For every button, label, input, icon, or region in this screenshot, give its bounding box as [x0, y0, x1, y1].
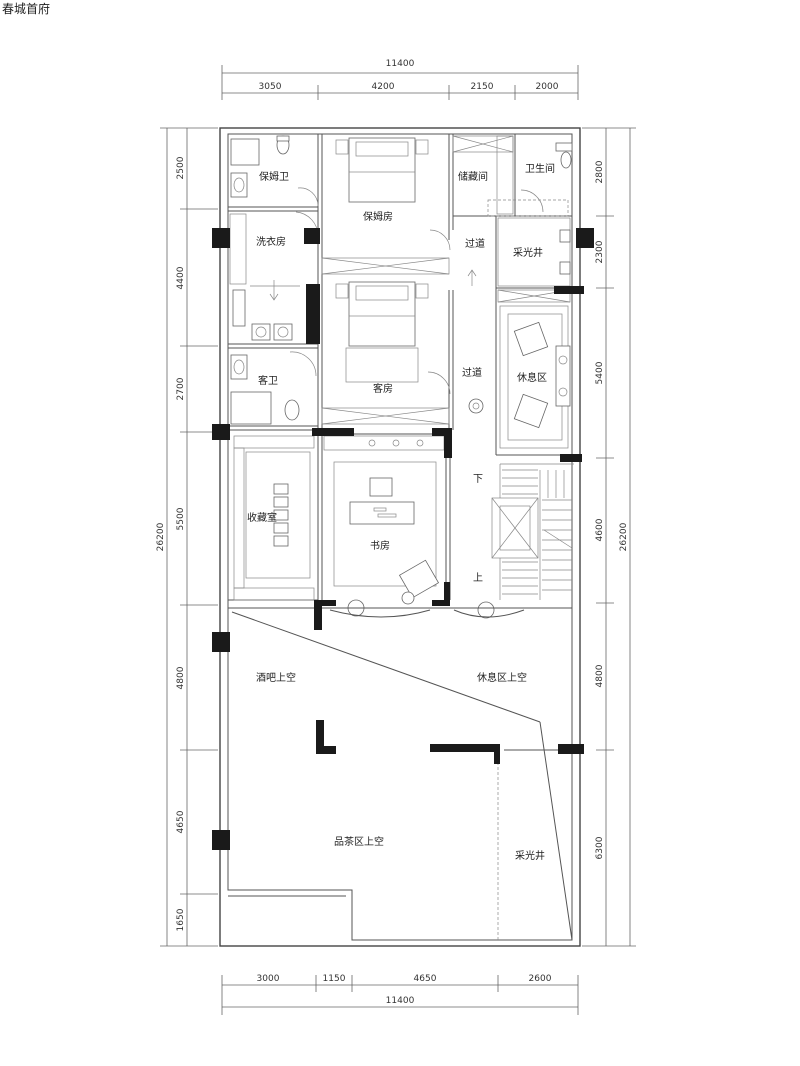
project-title: 春城首府 — [2, 2, 51, 16]
bottom-dim-3: 4650 — [414, 974, 437, 984]
left-dim-4: 5500 — [176, 507, 186, 530]
label-corridor-2: 过道 — [462, 366, 482, 379]
bottom-dim-4: 2600 — [529, 974, 552, 984]
bottom-dim-1: 3000 — [257, 974, 280, 984]
left-dim-6: 4650 — [176, 810, 186, 833]
left-dim-2: 4400 — [176, 266, 186, 289]
label-tea-void: 品茶区上空 — [334, 835, 384, 848]
right-dim-3: 5400 — [595, 361, 605, 384]
label-lightwell-2: 采光井 — [515, 849, 545, 862]
label-guest-room: 客房 — [373, 382, 393, 395]
upper-rooms — [228, 134, 573, 456]
left-dim-5: 4800 — [176, 666, 186, 689]
left-total-dim: 26200 — [156, 522, 166, 551]
left-dim-1: 2500 — [176, 156, 186, 179]
label-corridor-1: 过道 — [465, 237, 485, 250]
top-dim-2: 4200 — [372, 82, 395, 92]
label-study: 书房 — [370, 539, 390, 552]
label-wc: 卫生间 — [525, 162, 555, 175]
label-laundry: 洗衣房 — [256, 235, 286, 248]
left-dim-3: 2700 — [176, 377, 186, 400]
top-dim-4: 2000 — [536, 82, 559, 92]
left-dimensions: 26200 2500 4400 2700 5500 4800 4650 1650 — [156, 127, 218, 947]
label-lounge: 休息区 — [517, 371, 547, 384]
label-lightwell-1: 采光井 — [513, 246, 543, 259]
top-dimensions: 11400 3050 4200 2150 2000 — [221, 59, 579, 100]
label-bar-void: 酒吧上空 — [256, 671, 296, 684]
bottom-total-dim: 11400 — [386, 996, 415, 1006]
right-dim-6: 6300 — [595, 836, 605, 859]
right-dimensions: 2800 2300 5400 4600 4800 6300 26200 — [582, 127, 636, 947]
label-lounge-void: 休息区上空 — [477, 671, 527, 684]
right-dim-4: 4600 — [595, 518, 605, 541]
bottom-dim-2: 1150 — [323, 974, 346, 984]
room-labels: 保姆卫 保姆房 储藏间 卫生间 洗衣房 过道 采光井 客卫 客房 过道 休息区 … — [247, 162, 555, 862]
top-total-dim: 11400 — [386, 59, 415, 69]
stair-treads — [502, 469, 573, 595]
middle-rooms — [228, 432, 574, 619]
label-maid-room: 保姆房 — [363, 210, 393, 223]
right-dim-1: 2800 — [595, 160, 605, 183]
label-stair-up: 上 — [473, 572, 483, 584]
right-total-dim: 26200 — [619, 522, 629, 551]
bottom-dimensions: 3000 1150 4650 2600 11400 — [221, 974, 579, 1015]
label-collection: 收藏室 — [247, 511, 277, 524]
right-dim-2: 2300 — [595, 240, 605, 263]
right-dim-5: 4800 — [595, 664, 605, 687]
top-dim-1: 3050 — [259, 82, 282, 92]
structural-walls — [212, 228, 594, 850]
top-dim-3: 2150 — [471, 82, 494, 92]
label-stair-down: 下 — [473, 474, 483, 485]
label-storage: 储藏间 — [458, 170, 488, 183]
left-dim-7: 1650 — [176, 908, 186, 931]
lower-voids — [228, 607, 573, 941]
label-maid-bath: 保姆卫 — [259, 170, 289, 183]
label-guest-bath: 客卫 — [258, 374, 278, 387]
